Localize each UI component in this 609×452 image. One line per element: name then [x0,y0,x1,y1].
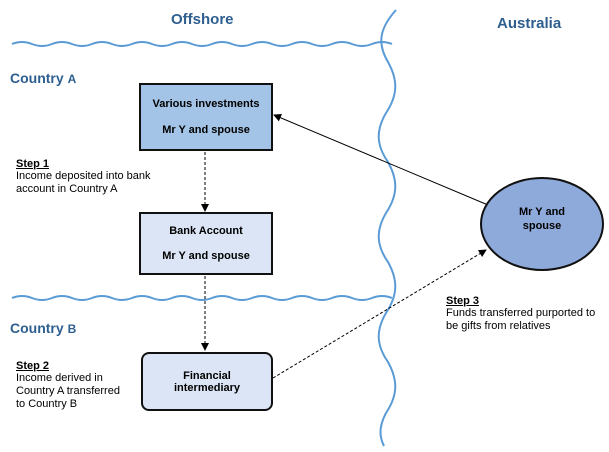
country-b-label: Country B [10,320,76,336]
country-a-prefix: Country [10,70,68,86]
country-a-label: Country A [10,70,76,86]
step-1-annotation: Step 1 Income deposited into bank accoun… [16,158,176,196]
step-2-title: Step 2 [16,360,50,372]
country-divider-wave [11,295,393,301]
australia-person-ellipse [480,177,604,271]
step-3-annotation: Step 3 Funds transferred purported to be… [446,295,606,333]
investments-owner: Mr Y and spouse [162,124,250,136]
bank-owner: Mr Y and spouse [162,250,250,262]
step-1-title: Step 1 [16,158,50,170]
bank-title: Bank Account [169,225,243,237]
person-line1: Mr Y and [518,206,566,218]
arrow-australia-to-investments [273,114,489,206]
step-2-annotation: Step 2 Income derived in Country A trans… [16,360,136,411]
australia-border-wave [377,9,397,447]
country-a-letter: A [67,72,77,86]
step-2-text: Income derived in Country A transferred … [16,372,120,410]
person-line2: spouse [522,220,562,232]
intermediary-line2: intermediary [173,381,241,394]
offshore-border-wave [11,41,393,47]
intermediary-line1: Financial [183,369,231,382]
investments-title: Various investments [152,98,260,110]
offshore-heading: Offshore [171,11,234,28]
bank-account-box: Bank Account Mr Y and spouse [139,212,273,275]
australia-heading: Australia [497,15,562,32]
country-b-letter: B [67,322,77,336]
step-1-text: Income deposited into bank account in Co… [16,170,151,195]
step-3-text: Funds transferred purported to be gifts … [446,307,596,332]
various-investments-box: Various investments Mr Y and spouse [139,83,273,151]
financial-intermediary-box: Financial intermediary [141,352,273,411]
australia-person-label: Mr Y and spouse [496,205,588,233]
arrow-intermediary-to-australia [272,249,487,379]
step-3-title: Step 3 [446,295,480,307]
country-b-prefix: Country [10,320,68,336]
